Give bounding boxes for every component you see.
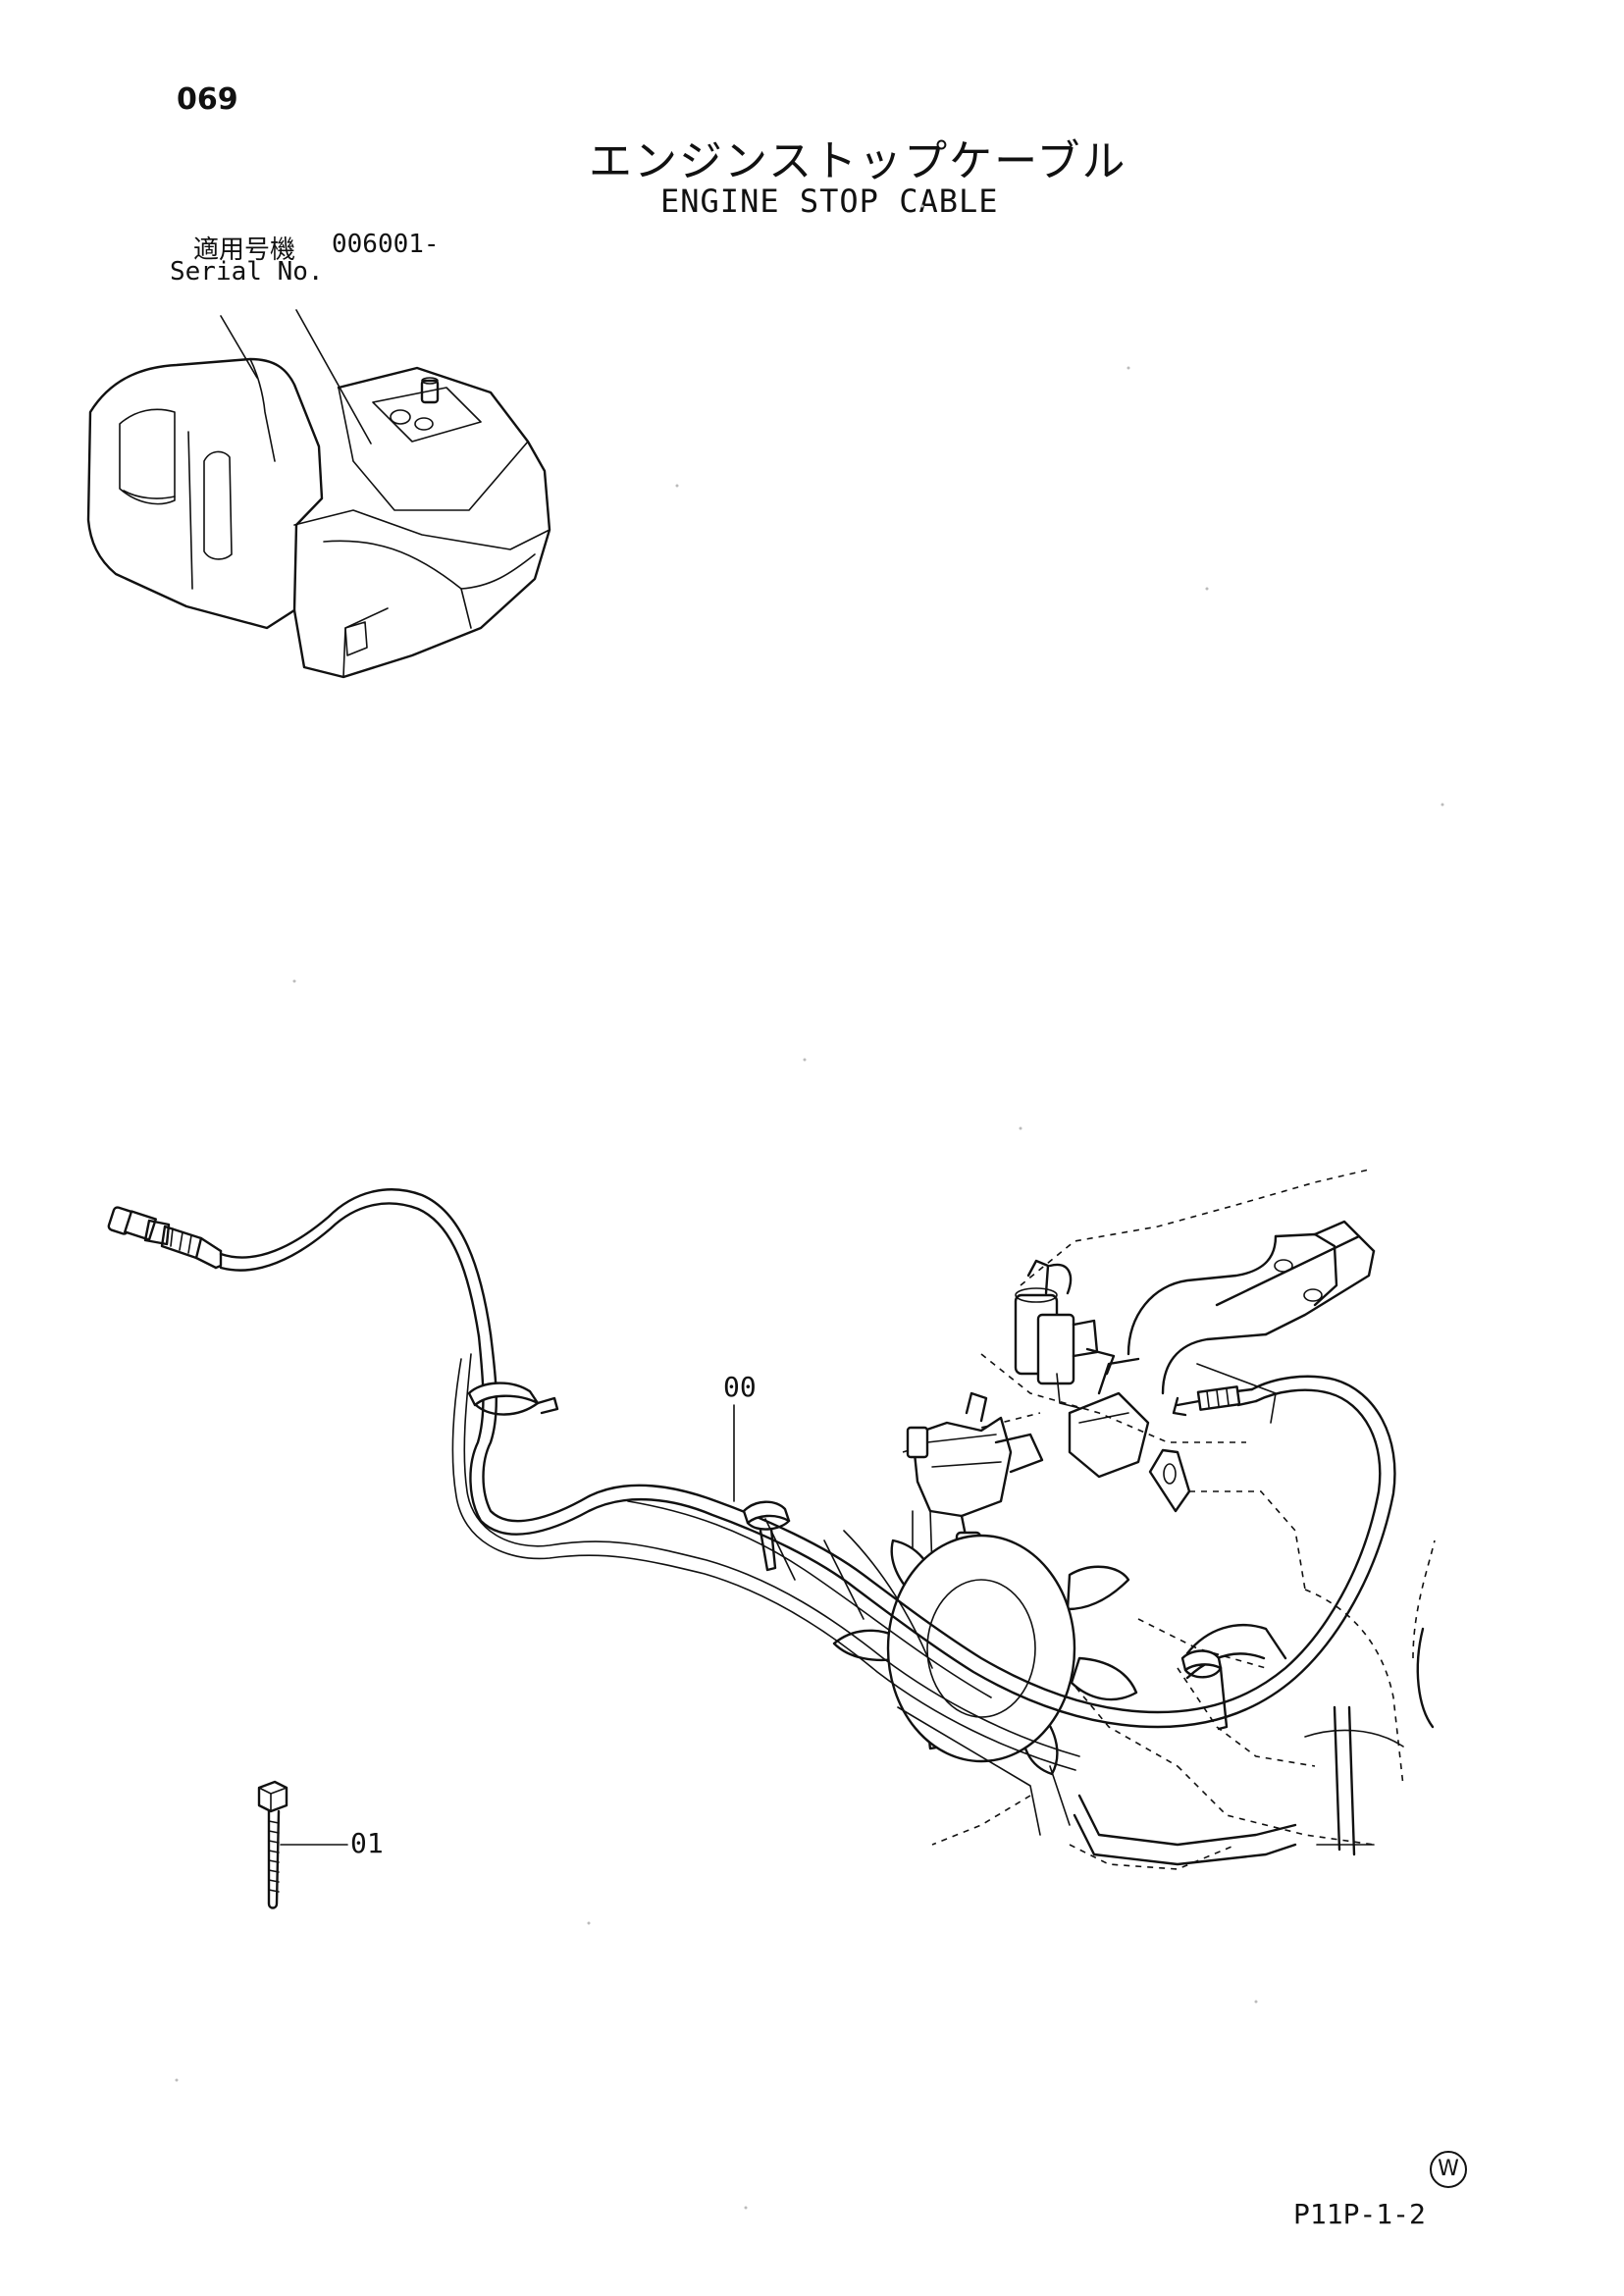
fan-hub	[886, 1534, 1076, 1763]
cab-door-window	[203, 450, 233, 560]
cable-tie	[467, 1382, 559, 1416]
intake-manifold	[1068, 1220, 1376, 1479]
serial-label-english: Serial No.	[170, 257, 324, 287]
cooling-fan	[832, 1534, 1138, 1836]
serial-number-value: 006001-	[332, 230, 440, 259]
page-title-english: ENGINE STOP CABLE	[660, 183, 999, 220]
watermark-circle-w: W	[1430, 2151, 1467, 2188]
location-leader-line	[295, 309, 372, 444]
cable-connector-left	[107, 1206, 203, 1260]
cable-tie	[742, 1500, 791, 1572]
cab-window-left	[119, 408, 176, 505]
filler-port-icon	[414, 417, 434, 431]
serial-label-japanese: 適用号機	[193, 235, 296, 265]
callout-label-01: 01	[350, 1827, 384, 1859]
filler-port-icon	[390, 409, 411, 425]
excavator-location-illustration	[86, 309, 551, 679]
cable-tie	[1180, 1649, 1229, 1731]
lower-hoses	[1073, 1624, 1435, 1866]
callout-label-00: 00	[723, 1371, 757, 1403]
fuel-filter-assembly	[1014, 1259, 1116, 1409]
cable-connector-right	[1172, 1385, 1258, 1417]
drawing-code: P11P-1-2	[1293, 2198, 1426, 2230]
engine-outline	[902, 1169, 1436, 1870]
scan-noise	[175, 204, 1444, 2210]
part-01-cable-tie	[257, 1780, 348, 1909]
cable-clamp-bracket	[1148, 1448, 1191, 1513]
page-number: 069	[177, 82, 238, 117]
engine-cover	[292, 366, 551, 679]
excavator-cab	[86, 357, 324, 630]
location-leader-line	[220, 315, 258, 379]
page-title-japanese: エンジンストップケーブル	[589, 136, 1127, 186]
engine-stop-cable	[107, 1188, 1396, 1771]
